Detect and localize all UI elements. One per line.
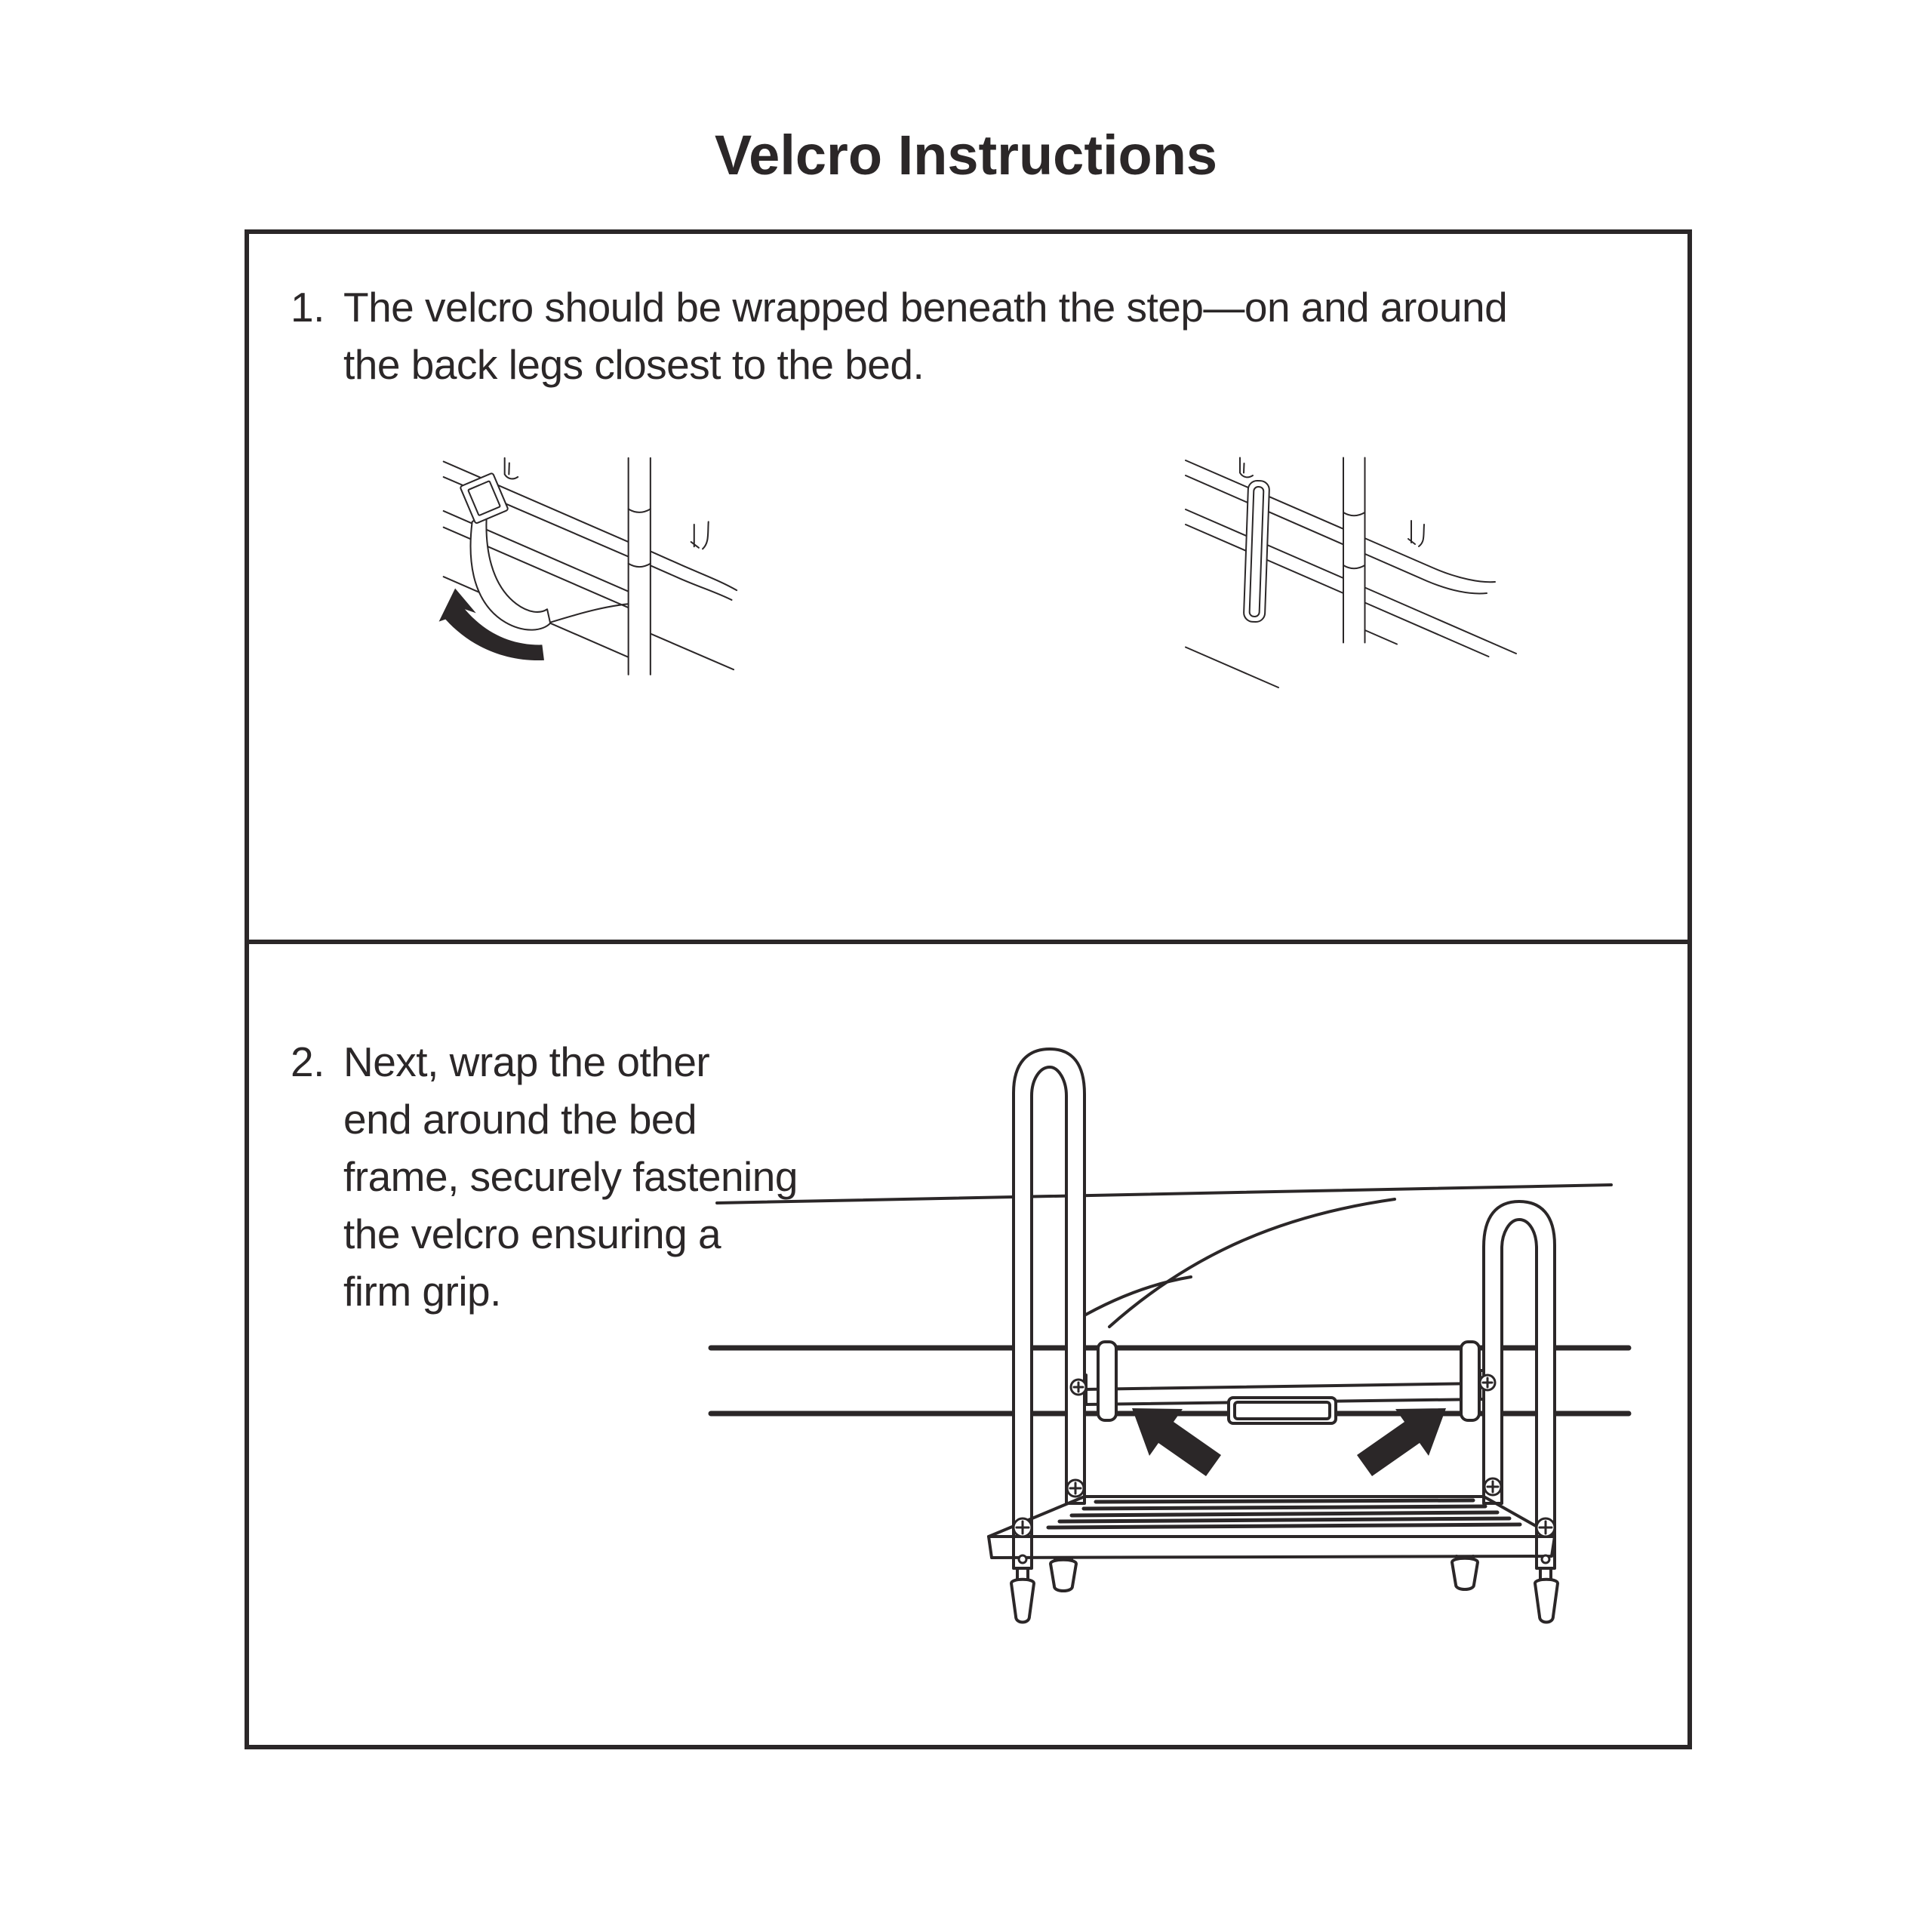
mattress-top-line [715, 1183, 1613, 1204]
rail-line [650, 565, 733, 601]
velcro-band-right [1460, 1340, 1481, 1422]
rail-line [1185, 524, 1490, 657]
page-title: Velcro Instructions [714, 124, 1218, 186]
step-1-line-2: the back legs closest to the bed. [343, 341, 924, 388]
rail-line [442, 460, 629, 543]
screws [1012, 1374, 1556, 1564]
velcro-strap [469, 510, 552, 631]
step-2-line-3: frame, securely fastening [343, 1153, 798, 1200]
step-legs-and-feet [1010, 1555, 1559, 1624]
step-2-line-2: end around the bed [343, 1096, 697, 1143]
step-back-leg [1343, 457, 1366, 644]
crossbar-handle [1227, 1396, 1337, 1425]
step-back-leg [627, 457, 651, 675]
rail-line [1185, 646, 1279, 688]
section-divider [245, 940, 1692, 944]
sheet-fold-lines [1239, 457, 1254, 478]
step-1-line-1: The velcro should be wrapped beneath the… [343, 284, 1508, 331]
velcro-strap-wrapped [1243, 479, 1270, 623]
step-2-number: 2. [291, 1038, 325, 1085]
mattress-crease [1076, 1275, 1192, 1321]
step-1-text: The velcro should be wrapped beneath the… [343, 278, 1508, 393]
strap-buckle [460, 472, 509, 525]
rail-line [650, 550, 738, 592]
step-2-line-1: Next, wrap the other [343, 1038, 710, 1085]
mattress-crease [1108, 1198, 1396, 1328]
illustration-strap-hanging-beneath-step [438, 457, 738, 675]
sheet-fold-lines [1407, 520, 1425, 547]
rail-line [1185, 475, 1487, 595]
illustration-strap-wrapped-around-back-leg [1185, 457, 1517, 688]
rail-line [1185, 460, 1496, 583]
step-2-line-4: the velcro ensuring a [343, 1211, 721, 1257]
sheet-fold-lines [503, 457, 519, 480]
curved-arrow-up-left-icon [438, 588, 544, 661]
velcro-band-left [1097, 1340, 1118, 1422]
step-2-text: Next, wrap the other end around the bed … [343, 1033, 798, 1320]
arrow-up-left-icon [1132, 1408, 1221, 1476]
sheet-fold-lines [690, 521, 709, 550]
rail-line [650, 633, 735, 671]
right-handrail [1482, 1200, 1556, 1570]
step-platform [987, 1495, 1556, 1559]
left-handrail [1012, 1048, 1086, 1570]
arrow-up-right-icon [1357, 1408, 1446, 1476]
illustration-step-stool-strapped-to-bed-frame [708, 1048, 1632, 1624]
step-2-line-5: firm grip. [343, 1268, 501, 1315]
step-1-number: 1. [291, 284, 325, 331]
